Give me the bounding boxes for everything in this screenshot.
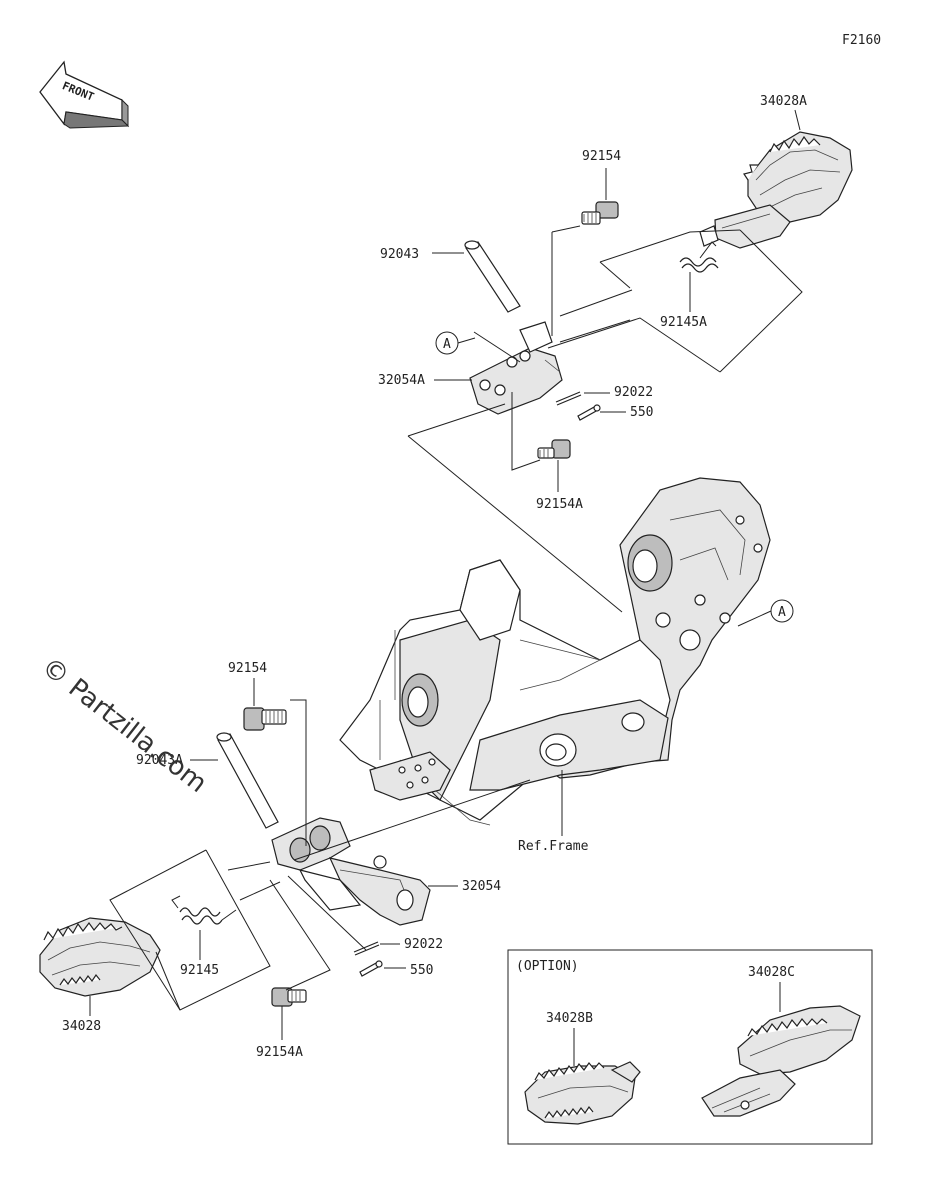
pin-92043[interactable] — [464, 240, 521, 313]
frame-ref — [339, 477, 771, 826]
option-box-title: (OPTION) — [516, 959, 579, 974]
label-92043: 92043 — [380, 247, 419, 262]
label-92145: 92145 — [180, 963, 219, 978]
footpeg-34028[interactable] — [39, 917, 161, 997]
cotter-550-bot[interactable] — [359, 960, 383, 977]
label-92154A-top: 92154A — [536, 497, 583, 512]
label-32054A: 32054A — [378, 373, 425, 388]
label-34028: 34028 — [62, 1019, 101, 1034]
footpeg-34028B[interactable] — [524, 1061, 641, 1125]
figure-code: F2160 — [842, 33, 881, 48]
washer-92022-bot[interactable] — [353, 941, 380, 956]
label-92022-bot: 92022 — [404, 937, 443, 952]
label-550-top: 550 — [630, 405, 653, 420]
label-92154-left: 92154 — [228, 661, 267, 676]
label-34028B: 34028B — [546, 1011, 593, 1026]
bracket-32054A[interactable] — [469, 321, 563, 415]
ref-marker-A-frame-text: A — [778, 605, 786, 620]
label-550-bot: 550 — [410, 963, 433, 978]
label-92154-top: 92154 — [582, 149, 621, 164]
cotter-550-top[interactable] — [577, 404, 601, 421]
label-92043A: 92043A — [136, 753, 183, 768]
label-92022-top: 92022 — [614, 385, 653, 400]
label-34028C: 34028C — [748, 965, 795, 980]
label-34028A: 34028A — [760, 94, 807, 109]
spring-92145[interactable] — [171, 895, 237, 925]
bolt-92154A-bot[interactable] — [271, 987, 307, 1007]
bolt-92154A-top[interactable] — [537, 439, 571, 459]
bolt-92154-top[interactable] — [581, 201, 619, 225]
pin-92043A[interactable] — [216, 732, 279, 829]
bracket-32054[interactable] — [271, 817, 431, 926]
option-box — [507, 949, 873, 1145]
front-arrow-icon: FRONT — [39, 60, 130, 129]
footpeg-34028A[interactable] — [699, 131, 853, 249]
ref-frame-label: Ref.Frame — [518, 839, 589, 854]
label-32054: 32054 — [462, 879, 501, 894]
bolt-92154-left[interactable] — [243, 707, 287, 731]
watermark: © Partzilla.com — [36, 652, 213, 799]
footpeg-34028C[interactable] — [701, 1005, 861, 1117]
label-92154A-bot: 92154A — [256, 1045, 303, 1060]
ref-marker-A-top-text: A — [443, 337, 451, 352]
label-92145A: 92145A — [660, 315, 707, 330]
washer-92022-top[interactable] — [555, 391, 582, 406]
spring-92145A[interactable] — [679, 241, 719, 273]
